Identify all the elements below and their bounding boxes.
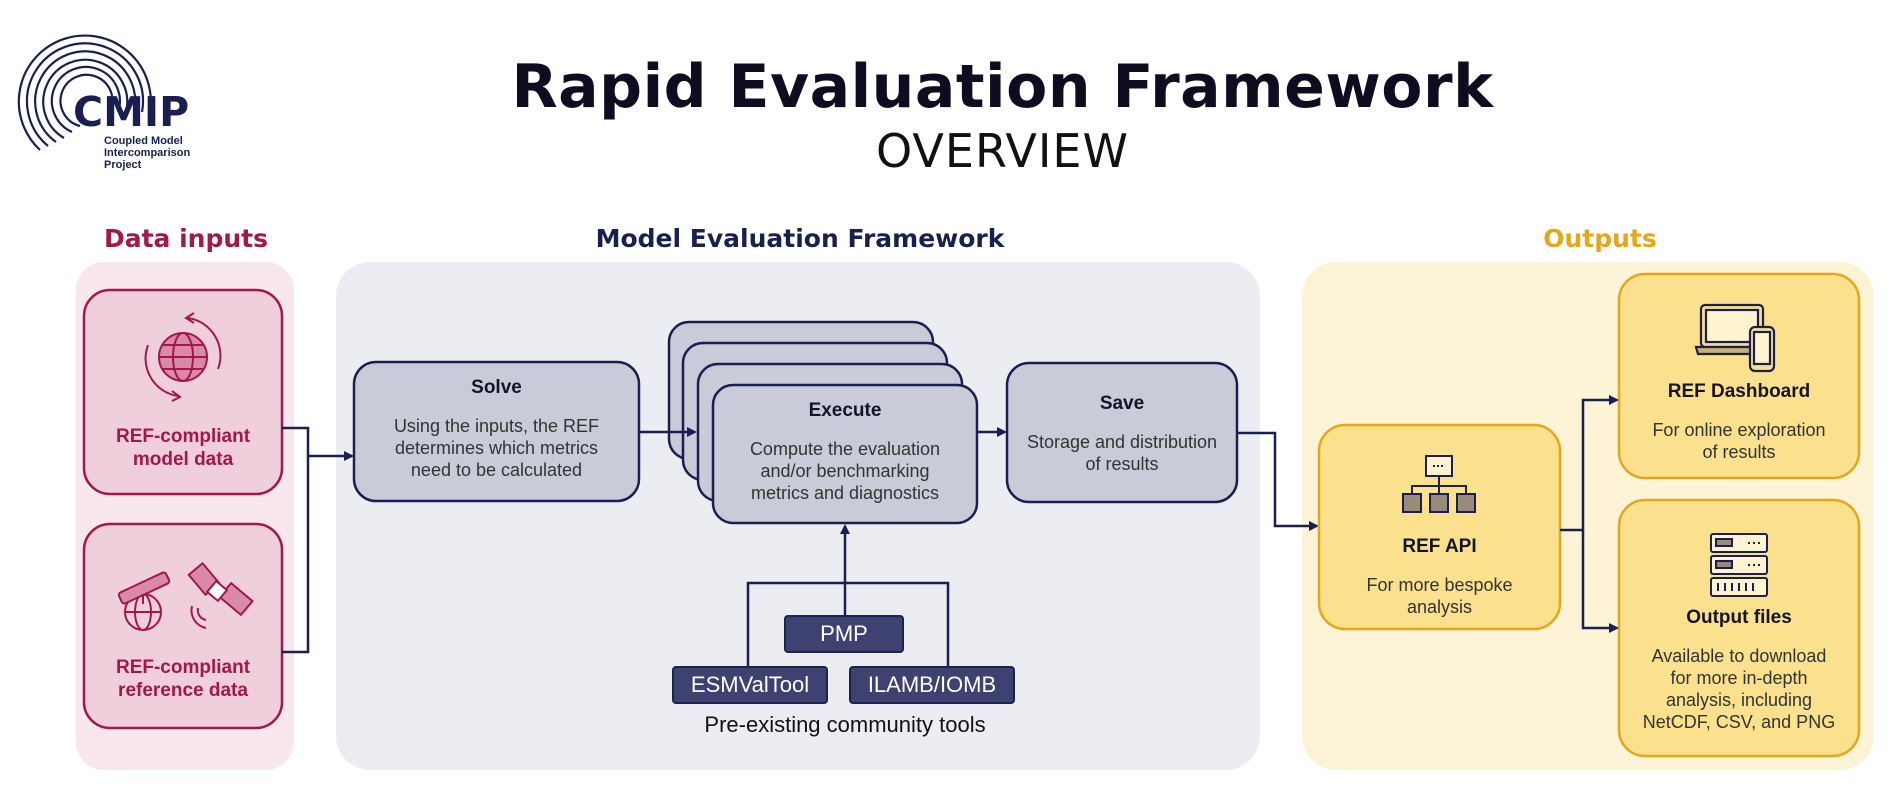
cmip-logo-tagline: Coupled Model Intercomparison Project xyxy=(104,135,191,171)
save-description: Storage and distribution of results xyxy=(1026,432,1218,474)
files-box xyxy=(1617,498,1861,758)
files-output: Output files Available to download for m… xyxy=(1619,607,1859,733)
tools-caption: Pre-existing community tools xyxy=(704,712,986,737)
dashboard-title: REF Dashboard xyxy=(1667,381,1811,402)
tool-esmvaltool: ESMValTool xyxy=(672,666,828,704)
devices-icon xyxy=(1694,303,1776,373)
page-subtitle: OVERVIEW xyxy=(876,124,1129,178)
api-box xyxy=(1317,423,1562,631)
solve-title: Solve xyxy=(471,377,522,398)
execute-box xyxy=(711,383,979,525)
api-output: REF API For more bespoke analysis xyxy=(1319,536,1560,618)
solve-step: Solve Using the inputs, the REF determin… xyxy=(354,377,639,481)
execute-step: Execute Compute the evaluation and/or be… xyxy=(713,400,977,504)
dashboard-description: For online exploration of results xyxy=(1652,420,1826,462)
cmip-logo-icon xyxy=(17,34,152,151)
telescope-satellite-icon xyxy=(117,561,254,631)
cmip-logo-text: CMIP xyxy=(73,88,190,136)
globe-icon xyxy=(144,312,222,402)
api-fanout-connector xyxy=(1560,395,1619,633)
api-title: REF API xyxy=(1402,536,1477,557)
tools-connector xyxy=(746,524,950,666)
input-box-model xyxy=(82,288,284,496)
save-title: Save xyxy=(1099,393,1145,414)
dashboard-output: REF Dashboard For online exploration of … xyxy=(1619,381,1859,463)
files-title: Output files xyxy=(1686,607,1792,628)
solve-description: Using the inputs, the REF determines whi… xyxy=(393,416,600,480)
input-box-reference xyxy=(82,522,284,730)
section-heading-inputs: Data inputs xyxy=(103,224,269,253)
inputs-connector xyxy=(282,426,354,654)
section-heading-framework: Model Evaluation Framework xyxy=(595,224,1005,253)
tool-ilamb-iomb: ILAMB/IOMB xyxy=(849,666,1015,704)
files-description: Available to download for more in-depth … xyxy=(1642,646,1836,732)
section-heading-outputs: Outputs xyxy=(1543,224,1657,253)
page-title: Rapid Evaluation Framework xyxy=(511,52,1494,122)
execute-description: Compute the evaluation and/or benchmarki… xyxy=(749,439,941,503)
execute-title: Execute xyxy=(808,400,882,421)
input-label-reference: REF-compliant reference data xyxy=(115,657,251,701)
save-step: Save Storage and distribution of results xyxy=(1007,393,1237,475)
dashboard-box xyxy=(1617,272,1861,480)
server-icon xyxy=(1710,533,1768,597)
hierarchy-icon xyxy=(1402,455,1476,513)
api-description: For more bespoke analysis xyxy=(1366,575,1513,617)
input-label-model: REF-compliant model data xyxy=(115,426,251,470)
tool-pmp: PMP xyxy=(784,615,904,653)
save-to-api-connector xyxy=(1237,431,1319,531)
